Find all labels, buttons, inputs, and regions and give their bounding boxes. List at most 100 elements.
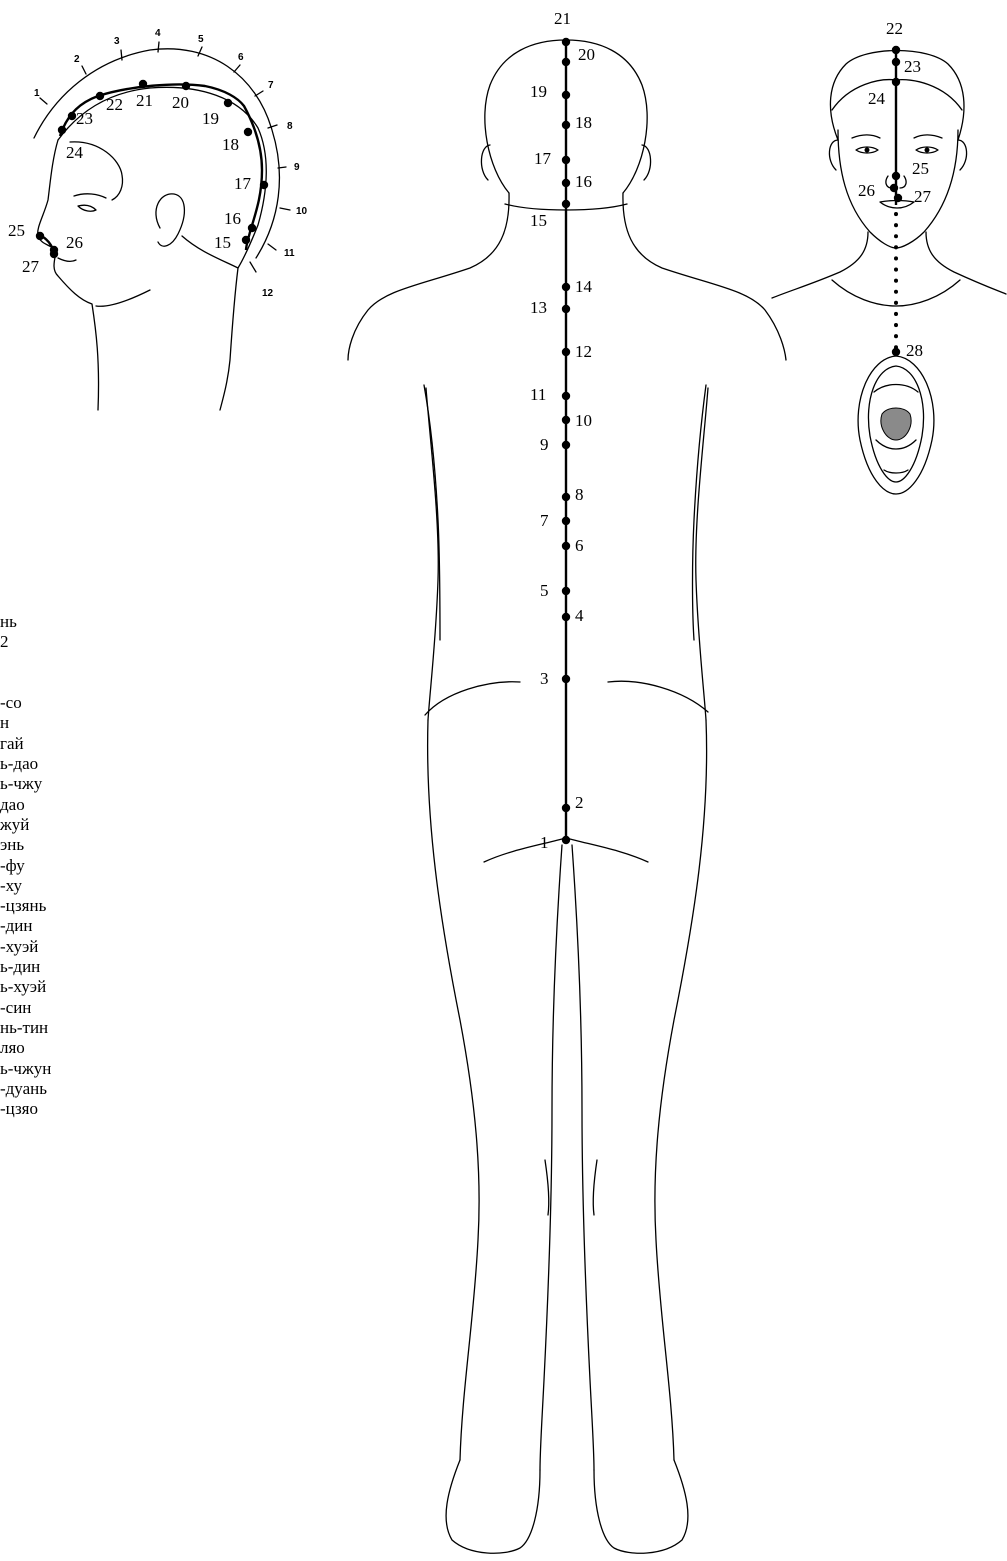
point-name-item: нь <box>0 612 51 632</box>
acupoint-number: 24 <box>868 89 886 108</box>
acupoint-number: 22 <box>106 95 123 114</box>
face-front-figure <box>772 50 1006 494</box>
point-name-item: -ху <box>0 876 51 896</box>
point-name-item: ь-чжу <box>0 774 51 794</box>
head-point-15: 15 <box>214 233 250 252</box>
acupoint-number: 28 <box>906 341 923 360</box>
acupoint-number: 11 <box>284 248 295 259</box>
acupoint-number: 5 <box>198 34 204 45</box>
face-point-26: 26 <box>858 181 898 200</box>
point-name-item: ляо <box>0 1038 51 1058</box>
scale-number-10: 10 <box>296 206 308 217</box>
point-name-item: ь-дао <box>0 754 51 774</box>
face-point-22: 22 <box>886 19 903 54</box>
acupoint-dot <box>894 194 902 202</box>
acupoint-number: 8 <box>575 485 584 504</box>
acupoint-number: 19 <box>530 82 547 101</box>
scale-number-1: 1 <box>34 88 40 99</box>
point-name-item: -дуань <box>0 1079 51 1099</box>
acupoint-number: 26 <box>858 181 875 200</box>
acupoint-number: 4 <box>575 606 584 625</box>
acupoint-number: 15 <box>530 211 547 230</box>
acupoint-number: 17 <box>534 149 552 168</box>
acupoint-number: 10 <box>575 411 592 430</box>
acupoint-dot <box>50 250 58 258</box>
body-point-15: 15 <box>530 200 570 230</box>
head-point-20: 20 <box>172 82 190 112</box>
scale-number-2: 2 <box>74 54 80 65</box>
head-point-16: 16 <box>224 209 256 232</box>
acupoint-dot <box>892 78 900 86</box>
point-name-item: ь-хуэй <box>0 977 51 997</box>
acupoint-dot <box>562 305 570 313</box>
body-point-11: 11 <box>530 385 570 404</box>
head-point-24: 24 <box>58 126 84 162</box>
head-point-17: 17 <box>234 174 268 193</box>
acupoint-number: 19 <box>202 109 219 128</box>
acupoint-number: 18 <box>575 113 592 132</box>
acupoint-dot <box>36 232 44 240</box>
acupoint-dot <box>892 172 900 180</box>
acupoint-dot <box>562 441 570 449</box>
acupoint-number: 25 <box>912 159 929 178</box>
acupoint-number: 27 <box>914 187 932 206</box>
body-point-1: 1 <box>540 833 570 852</box>
acupoint-dot <box>242 236 250 244</box>
scale-number-11: 11 <box>284 248 295 259</box>
acupoint-dot <box>562 613 570 621</box>
point-name-item: -цзянь <box>0 896 51 916</box>
acupoint-dot <box>892 58 900 66</box>
body-point-17: 17 <box>534 149 570 168</box>
point-name-item: гай <box>0 734 51 754</box>
acupoint-number: 2 <box>74 54 80 65</box>
head-point-21: 21 <box>136 80 153 110</box>
acupoint-number: 1 <box>540 833 549 852</box>
acupoint-number: 22 <box>886 19 903 38</box>
point-name-item: жуй <box>0 815 51 835</box>
point-name-item: ь-чжун <box>0 1059 51 1079</box>
point-name-item: н <box>0 713 51 733</box>
acupoint-number: 14 <box>575 277 593 296</box>
acupoint-number: 3 <box>540 669 549 688</box>
point-name-item: дао <box>0 795 51 815</box>
acupoint-number: 3 <box>114 36 120 47</box>
point-name-item: -фу <box>0 856 51 876</box>
acupoint-dot <box>562 804 570 812</box>
acupoint-number: 4 <box>155 28 161 39</box>
head-point-23: 23 <box>68 109 93 128</box>
acupoint-number: 10 <box>296 206 308 217</box>
acupoint-dot <box>96 92 104 100</box>
acupoint-dot <box>182 82 190 90</box>
point-name-item <box>0 673 51 693</box>
acupoint-number: 5 <box>540 581 549 600</box>
acupoint-number: 12 <box>575 342 592 361</box>
point-name-item: энь <box>0 835 51 855</box>
acupoint-number: 12 <box>262 288 274 299</box>
acupoint-dot <box>58 126 66 134</box>
acupoint-number: 7 <box>540 511 549 530</box>
point-name-item: -цзяо <box>0 1099 51 1119</box>
acupoint-dot <box>562 493 570 501</box>
acupoint-number: 18 <box>222 135 239 154</box>
acupoint-dot <box>562 38 570 46</box>
scale-number-7: 7 <box>268 80 274 91</box>
acupoint-dot <box>562 517 570 525</box>
acupoint-number: 16 <box>575 172 592 191</box>
scale-number-3: 3 <box>114 36 120 47</box>
acupoint-number: 7 <box>268 80 274 91</box>
acupoint-number: 9 <box>540 435 549 454</box>
head-point-19: 19 <box>202 99 232 128</box>
acupoint-dot <box>562 179 570 187</box>
point-name-item: -син <box>0 998 51 1018</box>
face-point-25: 25 <box>892 159 929 180</box>
acupoint-dot <box>68 112 76 120</box>
acupoint-number: 6 <box>238 52 244 63</box>
acupoint-number: 24 <box>66 143 84 162</box>
acupoint-number: 6 <box>575 536 584 555</box>
acupoint-dot <box>260 181 268 189</box>
acupoint-dot <box>139 80 147 88</box>
scale-number-4: 4 <box>155 28 161 39</box>
